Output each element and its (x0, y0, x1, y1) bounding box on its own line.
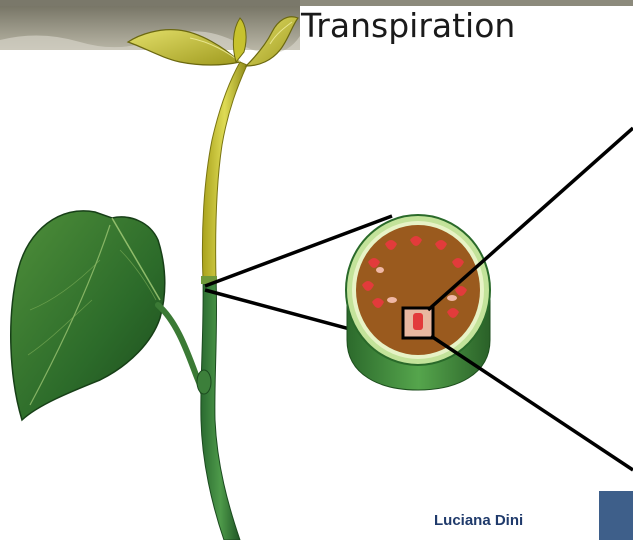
stem-node (197, 370, 211, 394)
stem-cross-section (346, 215, 490, 390)
accent-box (599, 491, 633, 540)
stem-green (201, 278, 240, 540)
large-leaf (11, 211, 165, 420)
stem-yellow (202, 62, 247, 280)
author-name: Luciana Dini (434, 512, 523, 529)
page-title: Transpiration (301, 6, 515, 45)
